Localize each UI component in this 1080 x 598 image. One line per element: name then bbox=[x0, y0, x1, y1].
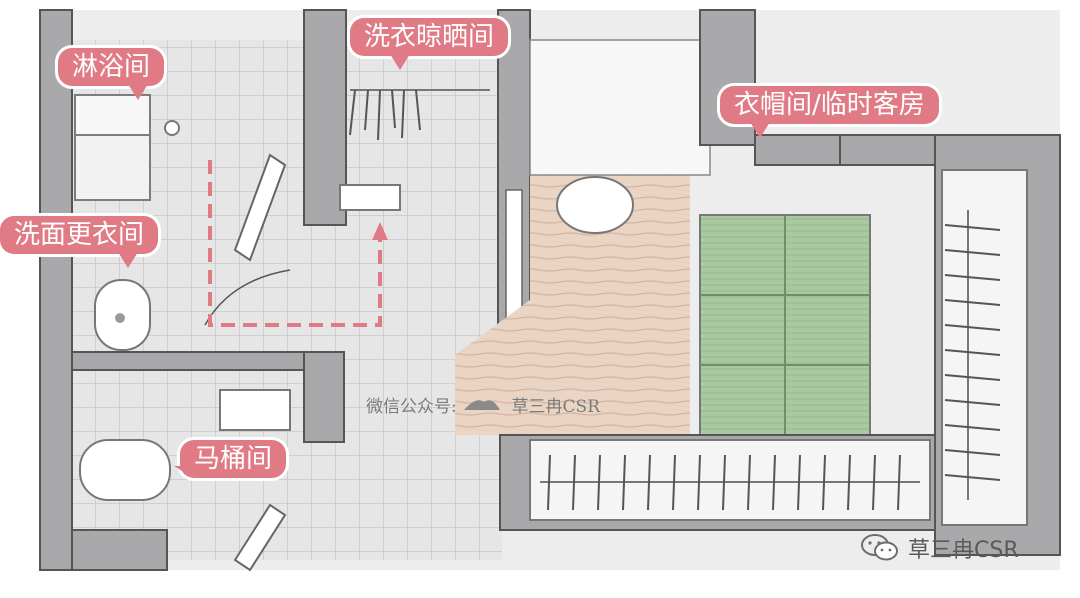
circulation-arrow-icon bbox=[372, 222, 388, 240]
toilet-sink bbox=[219, 389, 291, 431]
shower-area bbox=[74, 94, 151, 136]
shower-valve bbox=[164, 120, 180, 136]
label-closet-guest-text: 衣帽间/临时客房 bbox=[734, 90, 925, 120]
label-shower-text: 淋浴间 bbox=[72, 52, 151, 82]
wechat-icon bbox=[861, 534, 898, 561]
wall-closet-step bbox=[754, 134, 841, 166]
toilet bbox=[79, 439, 171, 501]
basin-drain bbox=[115, 313, 125, 323]
wall-washroom-toilet bbox=[71, 351, 333, 371]
wall-west bbox=[39, 9, 73, 571]
circulation-path bbox=[208, 160, 382, 327]
callout-tail bbox=[390, 54, 410, 70]
round-chair bbox=[556, 176, 634, 234]
wall-laundry-study bbox=[497, 9, 531, 351]
callout-tail bbox=[128, 84, 148, 100]
label-laundry-text: 洗衣晾晒间 bbox=[364, 22, 495, 52]
label-shower: 淋浴间 bbox=[58, 48, 165, 100]
study-floor bbox=[455, 175, 690, 435]
wall-north-closet bbox=[699, 9, 756, 146]
door-toilet bbox=[233, 503, 287, 572]
label-laundry: 洗衣晾晒间 bbox=[350, 18, 509, 70]
label-toilet-text: 马桶间 bbox=[194, 444, 273, 474]
tatami-grid bbox=[700, 215, 870, 435]
label-washroom-changing: 洗面更衣间 bbox=[0, 216, 159, 268]
callout-tail bbox=[750, 122, 770, 138]
window-bay bbox=[529, 39, 711, 176]
watermark-logo-icon bbox=[462, 394, 506, 417]
shower-cabinet bbox=[74, 134, 151, 201]
wall-north-east bbox=[839, 134, 936, 166]
hanging-clothes bbox=[349, 89, 421, 141]
watermark-name: 草三冉CSR bbox=[511, 397, 600, 417]
callout-tail bbox=[174, 466, 190, 476]
wall-toilet-east bbox=[303, 351, 345, 443]
door-shower bbox=[233, 153, 287, 262]
label-washroom-changing-text: 洗面更衣间 bbox=[14, 220, 145, 250]
label-toilet: 马桶间 bbox=[174, 440, 287, 478]
hangers-east bbox=[944, 224, 1001, 481]
watermark-prefix: 微信公众号: bbox=[366, 397, 457, 417]
washing-machine bbox=[339, 184, 401, 211]
wardrobe-east bbox=[941, 169, 1028, 526]
wall-south-left bbox=[71, 529, 168, 571]
sliding-door bbox=[505, 189, 523, 321]
brand-name: 草三冉CSR bbox=[908, 538, 1019, 563]
brand-badge: 草三冉CSR bbox=[860, 532, 1019, 564]
callout-tail bbox=[118, 252, 138, 268]
label-closet-guest: 衣帽间/临时客房 bbox=[720, 86, 939, 138]
watermark: 微信公众号: 草三冉CSR bbox=[366, 392, 600, 417]
hangers-south bbox=[547, 454, 901, 511]
wardrobe-south bbox=[529, 439, 931, 521]
